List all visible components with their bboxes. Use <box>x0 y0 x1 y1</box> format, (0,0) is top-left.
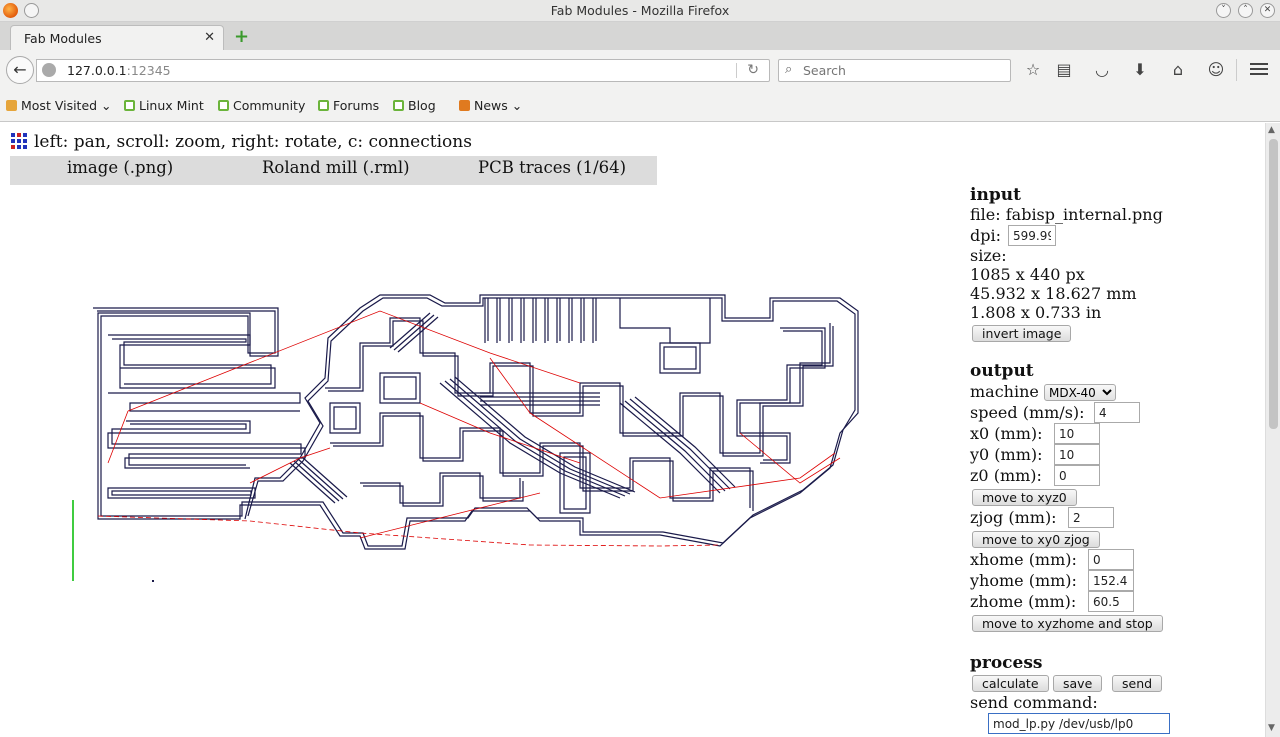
home-icon[interactable]: ⌂ <box>1172 60 1184 79</box>
move-to-xyz0-button[interactable]: move to xyz0 <box>972 489 1077 506</box>
scroll-up-icon[interactable]: ▲ <box>1268 125 1275 135</box>
scroll-down-icon[interactable]: ▼ <box>1268 723 1275 733</box>
move-to-xy0-zjog-button[interactable]: move to xy0 zjog <box>972 531 1100 548</box>
x0-input[interactable] <box>1054 423 1100 444</box>
speed-label: speed (mm/s): <box>970 403 1085 422</box>
bookmark-star-icon[interactable]: ☆ <box>1025 60 1041 79</box>
fab-modules-grid-icon[interactable] <box>10 132 28 150</box>
size-mm: 45.932 x 18.627 mm <box>970 284 1137 303</box>
toolpath-traces <box>93 294 859 550</box>
send-command-input[interactable] <box>988 713 1170 734</box>
output-heading: output <box>970 361 1034 381</box>
chat-icon[interactable]: ☺ <box>1207 60 1225 79</box>
tab-strip: Fab Modules ✕ <box>0 22 1280 51</box>
url-text[interactable]: 127.0.0.1:12345 <box>67 63 171 78</box>
tab-label: Fab Modules <box>24 31 102 46</box>
dpi-label: dpi: <box>970 226 1001 245</box>
bookmark-linux-mint[interactable]: Linux Mint <box>124 98 204 113</box>
input-heading: input <box>970 185 1021 205</box>
search-icon: ⌕ <box>785 62 793 77</box>
close-tab-icon[interactable]: ✕ <box>204 30 215 45</box>
module-pcb-traces[interactable]: PCB traces (1/64) <box>478 158 627 177</box>
reload-icon[interactable]: ↻ <box>747 62 759 78</box>
yhome-label: yhome (mm): <box>970 571 1077 590</box>
tab-fab-modules[interactable]: Fab Modules ✕ <box>10 25 224 51</box>
window-title: Fab Modules - Mozilla Firefox <box>550 3 730 18</box>
size-label: size: <box>970 246 1007 265</box>
bookmark-blog[interactable]: Blog <box>393 98 436 113</box>
module-roland-mill[interactable]: Roland mill (.rml) <box>262 158 410 177</box>
bookmarks-toolbar: Most Visited ⌄ Linux Mint Community Foru… <box>0 90 1280 122</box>
mint-icon <box>393 100 404 111</box>
page-scrollbar[interactable]: ▲ ▼ <box>1265 123 1280 737</box>
new-tab-icon[interactable]: + <box>234 26 250 47</box>
input-file: file: fabisp_internal.png <box>970 205 1163 224</box>
window-titlebar: Fab Modules - Mozilla Firefox ˅ ˄ ✕ <box>0 0 1280 22</box>
move-to-xyzhome-button[interactable]: move to xyzhome and stop <box>972 615 1163 632</box>
yhome-input[interactable] <box>1088 570 1134 591</box>
site-info-icon[interactable] <box>42 63 56 77</box>
toolpath-canvas[interactable] <box>60 283 880 723</box>
z0-input[interactable] <box>1054 465 1100 486</box>
toolbar-divider <box>1236 59 1237 81</box>
module-image-png[interactable]: image (.png) <box>67 158 174 177</box>
send-button[interactable]: send <box>1112 675 1163 692</box>
url-bar[interactable]: 127.0.0.1:12345 ↻ <box>36 59 770 82</box>
xhome-input[interactable] <box>1088 549 1134 570</box>
rss-icon <box>459 100 470 111</box>
navigation-toolbar: ← 127.0.0.1:12345 ↻ ⌕ ☆ ▤ ◡ ⬇ ⌂ ☺ <box>0 50 1280 90</box>
y0-input[interactable] <box>1054 444 1100 465</box>
page-content: left: pan, scroll: zoom, right: rotate, … <box>0 123 1265 737</box>
url-divider <box>736 63 737 78</box>
rapid-move-paths <box>97 310 841 547</box>
size-px: 1085 x 440 px <box>970 265 1085 284</box>
z0-label: z0 (mm): <box>970 466 1042 485</box>
pocket-icon[interactable]: ◡ <box>1095 60 1109 79</box>
send-command-label: send command: <box>970 693 1098 712</box>
xhome-label: xhome (mm): <box>970 550 1077 569</box>
y0-label: y0 (mm): <box>970 445 1043 464</box>
hamburger-menu-icon[interactable] <box>1248 60 1270 80</box>
process-heading: process <box>970 653 1043 673</box>
dpi-input[interactable] <box>1008 225 1056 246</box>
zjog-label: zjog (mm): <box>970 508 1057 527</box>
window-menu-icon[interactable] <box>24 3 39 18</box>
bookmark-most-visited[interactable]: Most Visited ⌄ <box>6 98 112 113</box>
zhome-input[interactable] <box>1088 591 1134 612</box>
speed-input[interactable] <box>1094 402 1140 423</box>
bookmark-forums[interactable]: Forums <box>318 98 379 113</box>
bookmark-news[interactable]: News ⌄ <box>459 98 522 113</box>
calculate-button[interactable]: calculate <box>972 675 1049 692</box>
module-bar: image (.png) Roland mill (.rml) PCB trac… <box>10 156 657 185</box>
mint-icon <box>124 100 135 111</box>
firefox-logo-icon <box>3 3 18 18</box>
scroll-thumb[interactable] <box>1269 139 1278 429</box>
downloads-icon[interactable]: ⬇ <box>1133 60 1147 79</box>
bookmark-community[interactable]: Community <box>218 98 305 113</box>
folder-icon <box>6 100 17 111</box>
search-input[interactable] <box>803 62 1003 79</box>
search-bar[interactable]: ⌕ <box>778 59 1011 82</box>
machine-label: machine <box>970 382 1039 401</box>
minimize-button[interactable]: ˅ <box>1216 3 1231 18</box>
axis-indicator <box>72 500 154 582</box>
maximize-button[interactable]: ˄ <box>1238 3 1253 18</box>
back-arrow-icon[interactable]: ← <box>6 56 34 84</box>
bookmarks-menu-icon[interactable]: ▤ <box>1056 60 1072 79</box>
mint-icon <box>318 100 329 111</box>
close-window-button[interactable]: ✕ <box>1260 3 1275 18</box>
save-button[interactable]: save <box>1053 675 1103 692</box>
x0-label: x0 (mm): <box>970 424 1043 443</box>
zhome-label: zhome (mm): <box>970 592 1077 611</box>
controls-hint: left: pan, scroll: zoom, right: rotate, … <box>10 132 472 152</box>
machine-select[interactable]: MDX-40 <box>1044 384 1116 401</box>
mint-icon <box>218 100 229 111</box>
size-in: 1.808 x 0.733 in <box>970 303 1102 322</box>
invert-image-button[interactable]: invert image <box>972 325 1072 342</box>
zjog-input[interactable] <box>1068 507 1114 528</box>
